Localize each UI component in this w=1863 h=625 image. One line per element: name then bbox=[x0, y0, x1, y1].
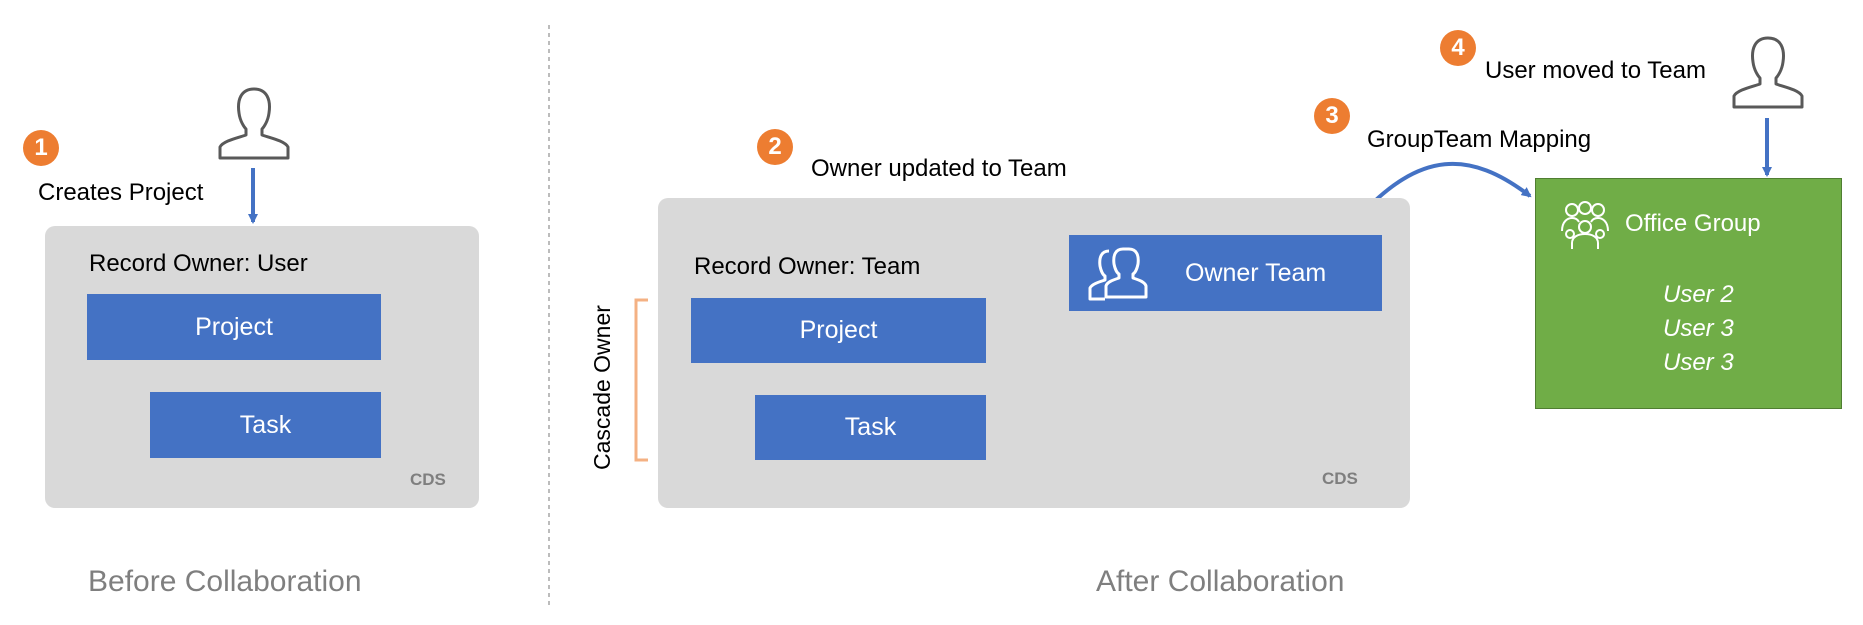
step-3-badge: 3 bbox=[1314, 98, 1350, 134]
team-icon bbox=[1088, 247, 1148, 301]
before-task-box: Task bbox=[150, 392, 381, 458]
step-4-badge: 4 bbox=[1440, 30, 1476, 66]
office-group-box: Office Group User 2 User 3 User 3 bbox=[1535, 178, 1842, 409]
step-3-label: GroupTeam Mapping bbox=[1367, 126, 1592, 153]
owner-team-label: Owner Team bbox=[1185, 258, 1327, 287]
after-caption: After Collaboration bbox=[1096, 565, 1345, 598]
step-1-badge: 1 bbox=[23, 130, 59, 166]
after-project-box: Project bbox=[691, 298, 986, 363]
step-4-label: User moved to Team bbox=[1485, 57, 1706, 84]
step-2-label: Owner updated to Team bbox=[811, 155, 1067, 182]
after-task-box: Task bbox=[755, 395, 986, 460]
after-record-owner-label: Record Owner: Team bbox=[694, 253, 921, 280]
owner-team-box: Owner Team bbox=[1069, 235, 1382, 311]
groupteam-mapping-arrow bbox=[1356, 161, 1532, 220]
office-group-label: Office Group bbox=[1625, 210, 1761, 237]
user-icon bbox=[218, 87, 290, 160]
before-caption: Before Collaboration bbox=[88, 565, 362, 598]
before-cds-label: CDS bbox=[410, 470, 446, 489]
before-cds-container bbox=[45, 226, 479, 508]
before-project-box: Project bbox=[87, 294, 381, 360]
group-icon bbox=[1561, 201, 1609, 249]
before-record-owner-label: Record Owner: User bbox=[89, 250, 308, 277]
group-user-2: User 3 bbox=[1663, 315, 1734, 342]
before-action-label: Creates Project bbox=[38, 179, 204, 206]
step-2-badge: 2 bbox=[757, 129, 793, 165]
cascade-bracket bbox=[634, 298, 648, 462]
group-user-3: User 3 bbox=[1663, 349, 1734, 376]
group-user-1: User 2 bbox=[1663, 281, 1734, 308]
user-icon bbox=[1732, 36, 1804, 109]
cascade-owner-label: Cascade Owner bbox=[589, 305, 615, 470]
after-cds-label: CDS bbox=[1322, 469, 1358, 488]
